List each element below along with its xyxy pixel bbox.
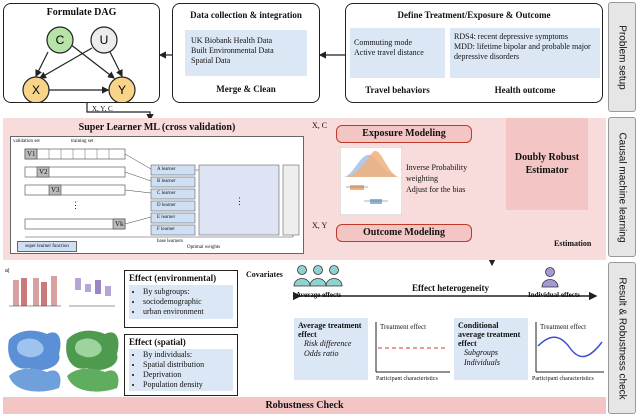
- sl-learner-f: F learner: [157, 227, 175, 232]
- effect-spatial-panel: Effect (spatial) By individuals: Spatial…: [124, 334, 238, 396]
- sl-function-label: super learner function: [17, 241, 77, 252]
- travel-list: Commuting mode Active travel distance: [350, 28, 445, 78]
- ate-treatment-effect: Treatment effect: [380, 323, 427, 331]
- define-title: Define Treatment/Exposure & Outcome: [397, 10, 551, 20]
- dag-panel: Formulate DAG C U X Y: [3, 3, 160, 103]
- outcome-modeling-box: Outcome Modeling: [336, 224, 472, 242]
- sl-validation-label: validation set: [13, 139, 40, 144]
- exposure-modeling-box: Exposure Modeling: [336, 125, 472, 143]
- node-u: [90, 26, 118, 54]
- health-list: RDS4: recent depressive symptoms MDD: li…: [450, 28, 600, 78]
- sl-optimal-weights: Optimal weights: [187, 245, 221, 250]
- covariates-label: Covariates: [246, 270, 283, 279]
- sl-learner-b: B learner: [157, 179, 176, 184]
- ate-title: Average treatment effect: [298, 321, 362, 339]
- health-footer: Health outcome: [494, 85, 556, 95]
- person-2-icon: [313, 265, 323, 275]
- data-list: UK Biobank Health Data Built Environment…: [185, 30, 307, 76]
- node-c: [46, 26, 74, 54]
- person-3-icon: [329, 265, 339, 275]
- sl-title: Super Learner ML (cross validation): [78, 122, 236, 133]
- dag-out-label: X, Y, C: [92, 105, 113, 113]
- sl-fold-3: V3: [51, 186, 60, 194]
- sl-learner-a: A learner: [157, 167, 176, 172]
- ate-participant-chars: Participant characteristics: [376, 376, 438, 382]
- data-panel: Data collection & integration UK Biobank…: [172, 3, 320, 103]
- dag-graph: C U X Y: [22, 26, 136, 102]
- people-icons-group: [293, 265, 343, 287]
- tab-result: Result & Robustness check: [608, 262, 636, 414]
- sl-training-label: training set: [71, 139, 94, 144]
- node-c-label: C: [56, 33, 65, 47]
- sl-learner-c: C learner: [157, 191, 176, 196]
- sl-learner-e: E learner: [157, 215, 176, 220]
- node-x: [22, 76, 50, 102]
- robustness-bar: Robustness Check: [3, 397, 606, 414]
- sl-diagram: validation set training set: [10, 136, 304, 254]
- tab-causal-ml: Causal machine learning: [608, 117, 636, 257]
- ate-box: Average treatment effect Risk difference…: [294, 318, 368, 380]
- cate-box: Conditional average treatment effect Sub…: [454, 318, 528, 380]
- sl-fold-dots: ⋮: [71, 200, 80, 210]
- individual-effects-label: Individual effects: [528, 291, 580, 299]
- arrow-dag-to-sl: [86, 103, 154, 122]
- define-panel: Define Treatment/Exposure & Outcome Comm…: [345, 3, 603, 103]
- sl-base-learners: base learners: [157, 239, 183, 244]
- label-xy: X, Y: [312, 221, 328, 230]
- sl-fold-k: Vk: [115, 220, 124, 228]
- person-purple-icon: [541, 267, 559, 288]
- ipw-text: Inverse Probability weighting Adjust for…: [406, 163, 468, 194]
- cate-treatment-effect: Treatment effect: [540, 323, 587, 331]
- node-y-label: Y: [118, 83, 126, 97]
- tab-problem-setup: Problem setup: [608, 2, 636, 112]
- person-1-icon: [297, 265, 307, 275]
- node-y: [108, 76, 136, 102]
- sl-fold-1: V1: [27, 150, 36, 158]
- effect-env-list: By subgroups: sociodemographic urban env…: [129, 285, 233, 319]
- dag-title: Formulate DAG: [46, 7, 117, 18]
- label-xc: X, C: [312, 121, 328, 130]
- sl-learner-d: D learner: [157, 203, 176, 208]
- effect-env-panel: Effect (environmental) By subgroups: soc…: [124, 270, 238, 328]
- node-u-label: U: [100, 33, 109, 47]
- density-plot: [340, 147, 402, 215]
- effect-spatial-title: Effect (spatial): [129, 337, 186, 347]
- cate-title: Conditional average treatment effect: [458, 321, 521, 348]
- heterogeneity-label: Effect heterogeneity: [412, 283, 490, 293]
- cate-participant-chars: Participant characteristics: [532, 376, 594, 382]
- super-learner-panel: Super Learner ML (cross validation) vali…: [10, 120, 304, 254]
- effect-env-title: Effect (environmental): [129, 273, 217, 283]
- cate-chart: [535, 322, 604, 373]
- sl-fold-2: V2: [39, 168, 48, 176]
- node-x-label: X: [32, 83, 40, 97]
- travel-footer: Travel behaviors: [365, 85, 430, 95]
- dre-box: Doubly Robust Estimator: [506, 118, 588, 210]
- estimation-label: Estimation: [554, 239, 592, 248]
- subgroup-charts: a): [3, 266, 118, 316]
- sl-matrix-dots: ⋮: [235, 196, 244, 206]
- ate-chart: [375, 322, 450, 373]
- spatial-maps: [8, 330, 119, 392]
- data-footer: Merge & Clean: [216, 84, 276, 94]
- data-title: Data collection & integration: [190, 10, 302, 20]
- effect-spatial-list: By individuals: Spatial distribution Dep…: [129, 349, 233, 391]
- svg-text:a): a): [5, 268, 10, 274]
- average-effects-label: Average effects: [296, 291, 342, 299]
- sl-grid: [24, 148, 300, 238]
